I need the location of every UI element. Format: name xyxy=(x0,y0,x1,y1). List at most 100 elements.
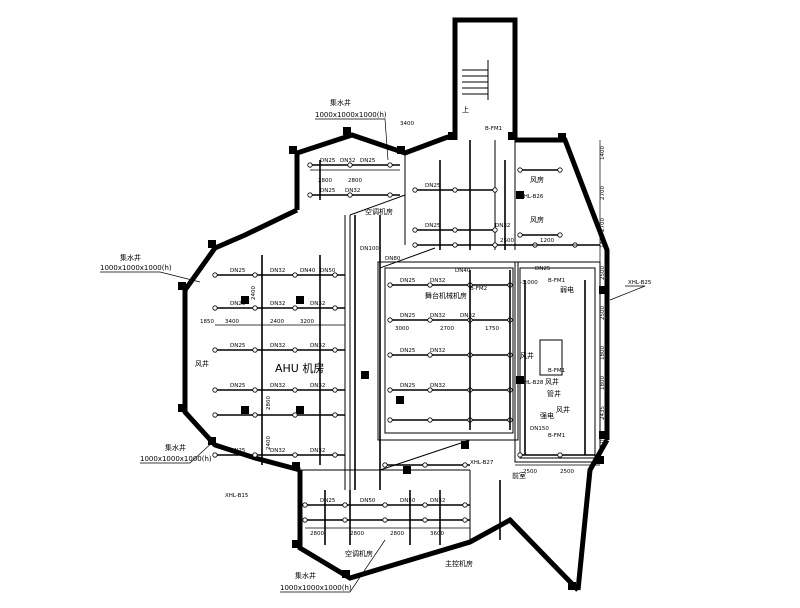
dimension-label: 2700 xyxy=(440,326,454,332)
pipe-size-label: DN25 xyxy=(400,348,416,354)
pipe-size-label: DN32 xyxy=(310,301,325,307)
dimension-label: 1800 xyxy=(600,346,606,360)
room-label-front-room: 前室 xyxy=(512,471,526,480)
tag-fm1-right: B-FM1 xyxy=(548,368,565,374)
pipe-node xyxy=(452,227,458,233)
column xyxy=(461,441,469,449)
room-label-shaft-c: 风井 xyxy=(556,405,570,414)
dimension-label: 2500 xyxy=(523,469,537,475)
column xyxy=(448,132,456,140)
pipe-size-label: DN32 xyxy=(310,448,325,454)
pipe-node xyxy=(517,167,523,173)
pipe-node xyxy=(332,272,338,278)
pipe-size-label: DN32 xyxy=(430,313,445,319)
pipe-node xyxy=(387,282,393,288)
pipe-node xyxy=(387,417,393,423)
dimension-label: 2800 xyxy=(348,178,362,184)
pipe-node xyxy=(252,305,258,311)
pipe-node xyxy=(422,517,428,523)
pipe-node xyxy=(342,517,348,523)
sump-size-label: 1000x1000x1000(h) xyxy=(140,455,212,463)
pipe-node xyxy=(212,452,218,458)
pipe-node xyxy=(492,242,498,248)
pipe-size-label: DN32 xyxy=(495,223,510,229)
sump-label: 集水井 xyxy=(295,571,316,580)
pipe-node xyxy=(557,452,563,458)
pipe-size-label: DN32 xyxy=(270,343,285,349)
pipe-node xyxy=(292,387,298,393)
pipe-node xyxy=(212,412,218,418)
pipe-size-label: DN25 xyxy=(230,268,246,274)
pipe-node xyxy=(252,452,258,458)
pipe-node xyxy=(492,187,498,193)
pipe-size-label: DN25 xyxy=(230,383,246,389)
dimension-label: 2700 xyxy=(600,218,606,232)
room-label-ac-room-top: 空调机房 xyxy=(365,207,393,216)
pipe-node xyxy=(382,502,388,508)
pipe-node xyxy=(427,387,433,393)
tag-xhl-b28: XHL-B28 xyxy=(520,380,544,386)
pipe-node xyxy=(422,502,428,508)
dimension-label: 2500 xyxy=(560,469,574,475)
pipe-node xyxy=(387,352,393,358)
pipe-size-label: DN25 xyxy=(535,266,551,272)
pipe-size-label: DN25 xyxy=(320,158,336,164)
dimension-label: 3000 xyxy=(395,326,409,332)
dimension-label: 2500 xyxy=(500,238,514,244)
tag-fm2: B-FM2 xyxy=(470,286,487,292)
sump-label: 集水井 xyxy=(120,253,141,262)
pipe-node xyxy=(212,272,218,278)
dimension-label: 3600 xyxy=(430,531,444,537)
column xyxy=(568,582,576,590)
pipe-node xyxy=(462,502,468,508)
pipe-node xyxy=(302,502,308,508)
pipe-node xyxy=(387,162,393,168)
pipe-size-label: DN25 xyxy=(230,301,246,307)
dimension-label: 1400 xyxy=(600,146,606,160)
column xyxy=(558,133,566,141)
column xyxy=(292,462,300,470)
dimension-label: 2400 xyxy=(270,319,284,325)
pipe-node xyxy=(347,162,353,168)
pipe-size-label: DN25 xyxy=(320,498,336,504)
pipe-node xyxy=(462,462,468,468)
pipe-node xyxy=(347,192,353,198)
dimension-label: 2800 xyxy=(266,396,272,410)
pipe-node xyxy=(387,387,393,393)
dimension-lines xyxy=(215,140,601,529)
pipe-size-label: DN32 xyxy=(430,348,445,354)
pipe-size-label: DN32 xyxy=(270,268,285,274)
room-label-shaft-a: 风井 xyxy=(545,377,559,386)
tag-elev: -3.000 xyxy=(520,280,538,286)
dimension-label: 1400 xyxy=(600,234,606,248)
room-label-shaft-b: 风井 xyxy=(520,351,534,360)
pipe-node xyxy=(382,517,388,523)
pipe-size-label: DN25 xyxy=(400,383,416,389)
tag-xhl-b25: XHL-B25 xyxy=(628,280,652,286)
dimension-label: 2400 xyxy=(251,286,257,300)
pipe-node xyxy=(212,305,218,311)
room-label-weak-elec: 弱电 xyxy=(560,285,574,294)
column xyxy=(289,146,297,154)
room-label-ahu: AHU 机房 xyxy=(275,361,324,375)
column xyxy=(296,406,304,414)
pipe-node xyxy=(387,317,393,323)
pipe-node xyxy=(492,227,498,233)
pipe-node xyxy=(292,305,298,311)
pipe-node xyxy=(387,192,393,198)
pipe-node xyxy=(332,412,338,418)
pipe-node xyxy=(292,452,298,458)
tag-fm1-top: B-FM1 xyxy=(485,126,502,132)
column xyxy=(508,132,516,140)
tag-fm1-low: B-FM1 xyxy=(548,433,565,439)
pipe-size-label: DN80 xyxy=(385,256,401,262)
room-label-up: 上 xyxy=(462,105,469,114)
column xyxy=(178,282,186,290)
pipe-node xyxy=(557,232,563,238)
column xyxy=(178,404,186,412)
pipe-size-label: DN40 xyxy=(300,268,316,274)
dimension-label: 2400 xyxy=(266,436,272,450)
pipe-node xyxy=(252,272,258,278)
dimension-label: 3200 xyxy=(300,319,314,325)
column xyxy=(599,431,607,439)
